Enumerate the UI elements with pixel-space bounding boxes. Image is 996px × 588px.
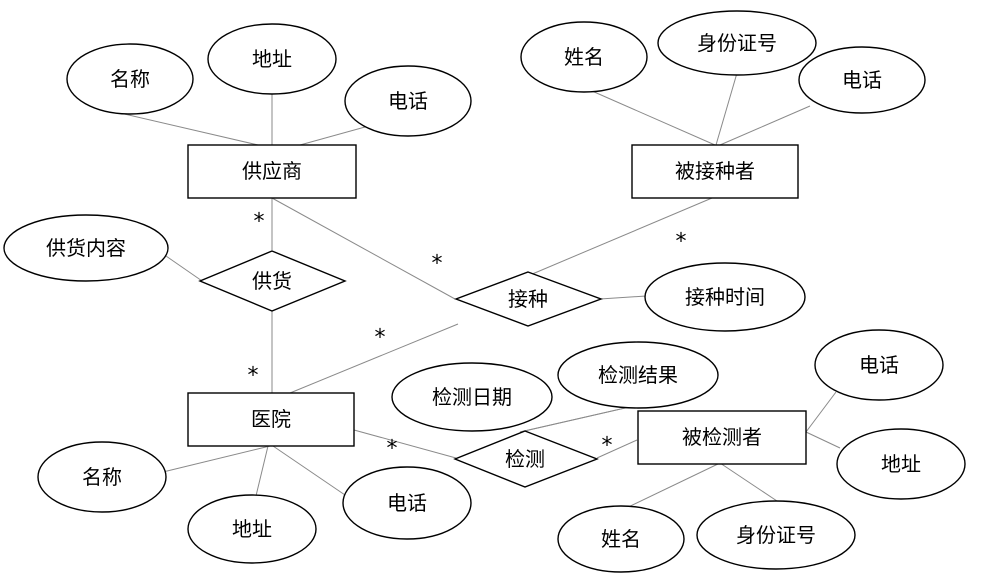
- attr-testee-phone-label: 电话: [859, 353, 899, 377]
- attr-testee-address: [836, 428, 966, 500]
- cardinality-hospital-vaccinate: *: [375, 326, 386, 351]
- attr-test-result-label: 检测结果: [598, 363, 678, 387]
- attr-vaccinee-name-label: 姓名: [564, 45, 604, 69]
- attr-supplier-phone: [344, 65, 472, 137]
- relationship-vaccinate: [454, 271, 604, 327]
- attr-testee-name-label: 姓名: [601, 527, 641, 551]
- cardinality-hospital-test: *: [387, 437, 398, 462]
- attr-hospital-address-label: 地址: [232, 517, 272, 541]
- attr-test-date-label: 检测日期: [432, 385, 512, 409]
- entity-vaccinee: [631, 144, 799, 199]
- attr-vaccinate-time-label: 接种时间: [685, 285, 765, 309]
- attr-testee-address-label: 地址: [881, 452, 921, 476]
- attr-hospital-address: [187, 494, 317, 564]
- entity-supplier-label: 供应商: [242, 159, 302, 183]
- cardinality-hospital-supply: *: [248, 364, 259, 389]
- cardinality-supplier-vaccinate: *: [432, 252, 443, 277]
- attr-hospital-name: [37, 441, 167, 513]
- cardinality-supplier-supply: *: [254, 210, 265, 235]
- attr-supply-content-label: 供货内容: [46, 236, 126, 260]
- attr-testee-phone: [814, 329, 944, 401]
- attr-supplier-phone-label: 电话: [388, 89, 428, 113]
- entity-testee-label: 被检测者: [682, 425, 762, 449]
- attr-testee-id: [696, 500, 856, 570]
- entity-supplier: [187, 144, 357, 199]
- attr-vaccinee-id: [657, 10, 817, 76]
- entity-hospital-label: 医院: [251, 407, 291, 431]
- attr-vaccinee-name: [520, 21, 648, 93]
- attr-test-date: [391, 362, 553, 432]
- attr-vaccinate-time: [644, 262, 806, 332]
- attr-vaccinee-phone: [798, 46, 926, 114]
- relationship-vaccinate-label: 接种: [508, 287, 548, 311]
- attr-supplier-address: [207, 23, 337, 95]
- attr-testee-name: [557, 505, 685, 573]
- relationship-test: [453, 430, 599, 488]
- attr-hospital-phone-label: 电话: [387, 491, 427, 515]
- attr-supplier-address-label: 地址: [252, 47, 292, 71]
- entity-vaccinee-label: 被接种者: [675, 159, 755, 183]
- attr-vaccinee-id-label: 身份证号: [697, 31, 777, 55]
- relationship-supply: [198, 250, 347, 312]
- attr-hospital-phone: [342, 466, 472, 540]
- connector-lines: [119, 72, 841, 513]
- entity-hospital: [187, 392, 355, 447]
- relationship-supply-label: 供货: [252, 269, 292, 293]
- cardinality-testee-test: *: [602, 434, 613, 459]
- attr-supply-content: [3, 214, 169, 282]
- attr-hospital-name-label: 名称: [82, 465, 122, 489]
- entity-testee: [637, 410, 807, 465]
- attr-supplier-name-label: 名称: [110, 67, 150, 91]
- attr-testee-id-label: 身份证号: [736, 523, 816, 547]
- attr-supplier-name: [66, 43, 194, 115]
- attr-test-result: [557, 341, 719, 409]
- cardinality-vaccinee-vaccinate: *: [676, 230, 687, 255]
- relationship-test-label: 检测: [505, 447, 545, 471]
- attr-vaccinee-phone-label: 电话: [842, 68, 882, 92]
